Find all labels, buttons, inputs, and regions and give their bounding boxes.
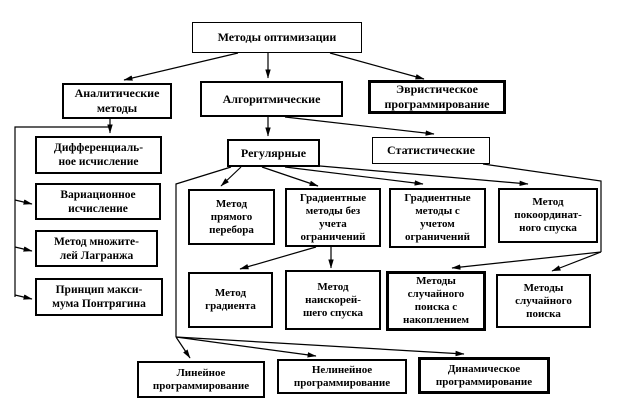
node-algorithmic: Алгоритмические xyxy=(200,81,343,117)
node-pontryagin-principle: Принцип макси- мума Понтрягина xyxy=(35,278,163,316)
edge-left-bracket-to-lagrange xyxy=(14,246,33,252)
node-coordinate-descent-method: Метод покоординат- ного спуска xyxy=(498,188,598,243)
node-random-search-accumulation-label: Методы случайного поиска с накоплением xyxy=(403,275,469,326)
node-heuristic-programming: Эвристическое программирование xyxy=(368,80,506,114)
node-heuristic-programming-label: Эвристическое программирование xyxy=(384,82,490,111)
edge-bottom-fan-to-nonlinear_prog xyxy=(175,336,317,358)
node-nonlinear-programming-label: Нелинейное программирование xyxy=(293,363,391,389)
node-statistical-label: Статистические xyxy=(387,143,475,157)
node-regular: Регулярные xyxy=(227,139,320,167)
node-direct-search-method: Метод прямого перебора xyxy=(188,189,275,245)
node-analytical-methods-label: Аналитические методы xyxy=(74,86,160,115)
node-linear-programming-label: Линейное программирование xyxy=(152,366,250,392)
edge-regular-to-bottom-fan xyxy=(175,166,232,337)
edge-root-to-heuristic xyxy=(329,52,425,80)
node-gradient-methods-unconstrained: Градиентные методы без учета ограничений xyxy=(285,188,381,247)
node-gradient-method: Метод градиента xyxy=(188,272,273,328)
node-random-search-methods-label: Методы случайного поиска xyxy=(515,281,572,320)
node-nonlinear-programming: Нелинейное программирование xyxy=(277,359,407,394)
edge-bottom-fan-to-linear_prog xyxy=(175,336,191,359)
edge-root-to-analytical xyxy=(123,52,239,81)
edge-statistical-to-right-bracket xyxy=(482,163,602,252)
node-gradient-method-label: Метод градиента xyxy=(205,287,256,312)
node-variational-calculus-label: Вариационное исчисление xyxy=(60,188,136,215)
edge-left-bracket-to-pontryagin xyxy=(14,294,33,300)
node-lagrange-multipliers: Метод множите- лей Лагранжа xyxy=(35,230,158,267)
node-dynamic-programming-label: Динамическое программирование xyxy=(435,362,533,388)
node-statistical: Статистические xyxy=(372,137,490,164)
node-analytical-methods: Аналитические методы xyxy=(62,83,172,119)
node-gradient-methods-constrained: Градиентные методы с учетом ограничений xyxy=(389,188,486,248)
edge-right-bracket-to-random_search xyxy=(551,251,602,272)
node-random-search-accumulation: Методы случайного поиска с накоплением xyxy=(386,271,486,331)
node-steepest-descent-method-label: Метод наискорей- шего спуска xyxy=(302,280,364,319)
edge-regular-to-direct_search xyxy=(220,166,242,187)
node-gradient-methods-unconstrained-label: Градиентные методы без учета ограничений xyxy=(299,191,367,243)
node-root: Методы оптимизации xyxy=(192,22,362,53)
node-random-search-methods: Методы случайного поиска xyxy=(496,274,591,328)
edge-bottom-fan-to-dynamic_prog xyxy=(175,336,465,357)
edge-left-bracket-to-variational xyxy=(14,199,33,205)
node-differential-calculus: Дифференциаль- ное исчисление xyxy=(35,136,162,174)
edge-analytical-to-left-bracket xyxy=(14,126,110,297)
node-lagrange-multipliers-label: Метод множите- лей Лагранжа xyxy=(54,235,139,262)
edge-regular-to-grad_unconstrained xyxy=(261,166,319,187)
edge-right-bracket-to-random_search_acc xyxy=(451,251,602,270)
edge-grad_unconstrained-to-gradient_method xyxy=(239,246,317,270)
node-variational-calculus: Вариационное исчисление xyxy=(35,183,161,220)
node-linear-programming: Линейное программирование xyxy=(137,361,265,398)
node-coordinate-descent-method-label: Метод покоординат- ного спуска xyxy=(514,196,582,234)
node-regular-label: Регулярные xyxy=(240,145,307,160)
node-algorithmic-label: Алгоритмические xyxy=(222,91,321,106)
node-dynamic-programming: Динамическое программирование xyxy=(418,357,550,394)
node-root-label: Методы оптимизации xyxy=(217,30,337,44)
edge-regular-to-coord_descent xyxy=(319,165,529,186)
node-direct-search-method-label: Метод прямого перебора xyxy=(209,197,254,236)
edge-algorithmic-to-statistical xyxy=(284,116,435,136)
edge-regular-to-grad_constrained xyxy=(284,166,424,186)
node-differential-calculus-label: Дифференциаль- ное исчисление xyxy=(53,142,144,168)
node-pontryagin-principle-label: Принцип макси- мума Понтрягина xyxy=(52,284,146,310)
node-steepest-descent-method: Метод наискорей- шего спуска xyxy=(285,270,381,330)
node-gradient-methods-constrained-label: Градиентные методы с учетом ограничений xyxy=(404,192,471,243)
